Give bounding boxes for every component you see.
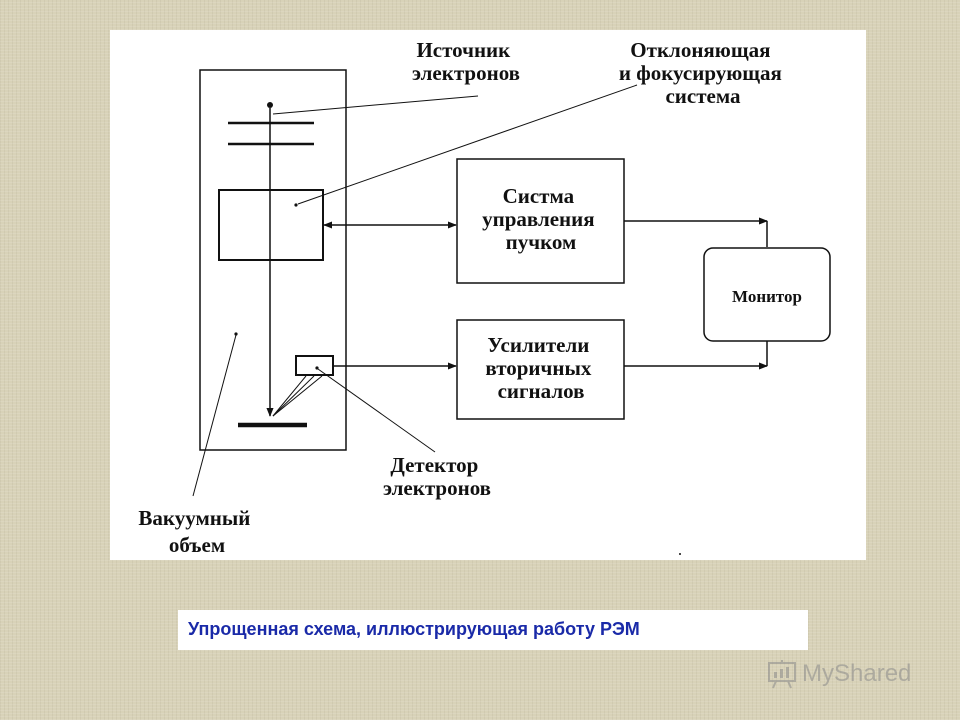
- caption-box: Упрощенная схема, иллюстрирующая работу …: [178, 610, 808, 650]
- detector-label-line2: электронов: [383, 476, 491, 500]
- vacuum-leader: [192, 334, 237, 497]
- vacuum-column: [199, 69, 347, 451]
- deflecting-system-label-line1: Отклоняющая: [630, 38, 770, 62]
- amplifiers-label-line1: Усилители: [487, 333, 589, 357]
- secondary-ray-1: [272, 375, 307, 417]
- beam-control-label-line1: Систма: [503, 184, 575, 208]
- deflecting-leader: [297, 84, 638, 205]
- electron-source-label-line1: Источник: [416, 38, 511, 62]
- detector-leader: [317, 368, 436, 453]
- watermark: MyShared: [766, 654, 911, 694]
- deflecting-system-label: Отклоняющая и фокусирующая система: [619, 38, 787, 108]
- deflecting-box: [218, 189, 324, 261]
- deflecting-system-label-line3: система: [665, 84, 741, 108]
- secondary-ray-2: [272, 375, 315, 417]
- stray-dot: [679, 553, 681, 555]
- deflecting-box-point: [294, 203, 298, 207]
- vacuum-volume-label-line1: Вакуумный: [138, 506, 250, 530]
- secondary-ray-3: [272, 375, 323, 417]
- detector-point: [315, 366, 319, 370]
- vacuum-point: [234, 332, 238, 336]
- amplifiers-label-line2: вторичных: [485, 356, 591, 380]
- detector-label: Детектор электронов: [383, 453, 491, 500]
- deflecting-system-label-line2: и фокусирующая: [619, 61, 782, 85]
- electron-source-label: Источник электронов: [412, 38, 520, 85]
- beam-control-label-line3: пучком: [506, 230, 577, 254]
- vacuum-volume-label-line2: объем: [169, 533, 225, 557]
- amplifiers-label: Усилители вторичных сигналов: [485, 333, 596, 403]
- beam-control-label: Систма управления пучком: [482, 184, 600, 254]
- amplifiers-box: [456, 319, 625, 420]
- beam-control-label-line2: управления: [482, 207, 595, 231]
- presentation-board-icon: [768, 660, 796, 689]
- electron-source-label-line2: электронов: [412, 61, 520, 85]
- detector-box: [295, 355, 334, 376]
- caption-text: Упрощенная схема, иллюстрирующая работу …: [188, 619, 640, 639]
- electron-source-point: [267, 102, 273, 108]
- vacuum-volume-label: Вакуумный объем: [138, 506, 255, 557]
- monitor-label: Монитор: [732, 287, 802, 306]
- source-leader: [272, 95, 479, 115]
- watermark-text: MyShared: [802, 660, 912, 687]
- sem-diagram: Источник электронов Отклоняющая и фокуси…: [138, 38, 831, 557]
- amplifiers-label-line3: сигналов: [498, 379, 585, 403]
- diagram-panel: Источник электронов Отклоняющая и фокуси…: [110, 30, 866, 560]
- detector-label-line1: Детектор: [390, 453, 478, 477]
